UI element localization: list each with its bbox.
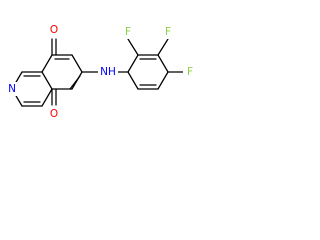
atom-labels: O O N NH F F F — [4, 23, 197, 121]
structure-diagram: O O N NH F F F — [4, 23, 197, 121]
bond — [41, 54, 53, 73]
molecule-canvas: O O N NH F F F — [0, 0, 217, 150]
bond — [71, 54, 83, 73]
fluorine-atom-meta: F — [165, 26, 171, 38]
bond — [157, 54, 169, 73]
bond — [41, 71, 53, 90]
bond — [69, 75, 81, 90]
ring-nitrogen-atom: N — [8, 83, 16, 95]
oxygen-atom-top: O — [50, 24, 58, 36]
bond — [127, 71, 139, 90]
amine-linker-label: NH — [100, 66, 116, 78]
oxygen-atom-bottom: O — [50, 108, 58, 120]
bond — [157, 38, 169, 56]
fluorine-atom-para: F — [187, 66, 193, 78]
bond — [127, 38, 139, 56]
bond — [41, 88, 53, 107]
fluorine-atom-ortho: F — [125, 26, 131, 38]
bond — [157, 71, 169, 90]
bond-lines — [11, 38, 189, 107]
bond — [127, 54, 139, 73]
